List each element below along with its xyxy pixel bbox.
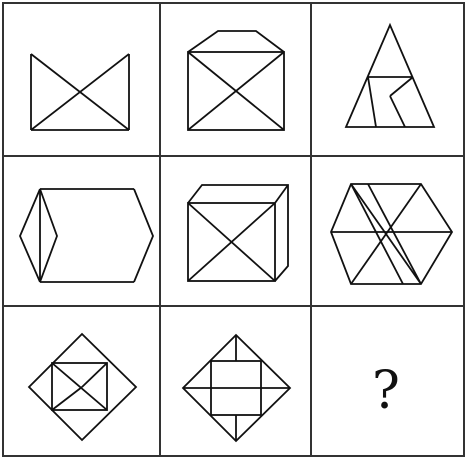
figure-cube-crossed-face xyxy=(187,184,289,282)
figure-rectangle-with-side-arrowheads xyxy=(19,188,154,283)
figure-house-envelope-crossed xyxy=(187,30,285,131)
figure-diamond-with-inner-square xyxy=(181,333,292,443)
figure-bowtie-crossed-rectangle xyxy=(30,53,130,131)
figure-diamond-with-inner-rectangle xyxy=(27,332,138,442)
answer-question-mark: ? xyxy=(372,361,400,421)
figure-triangle-with-inner-lines xyxy=(344,22,436,128)
figure-hexagon-with-inner-lines xyxy=(330,183,454,285)
